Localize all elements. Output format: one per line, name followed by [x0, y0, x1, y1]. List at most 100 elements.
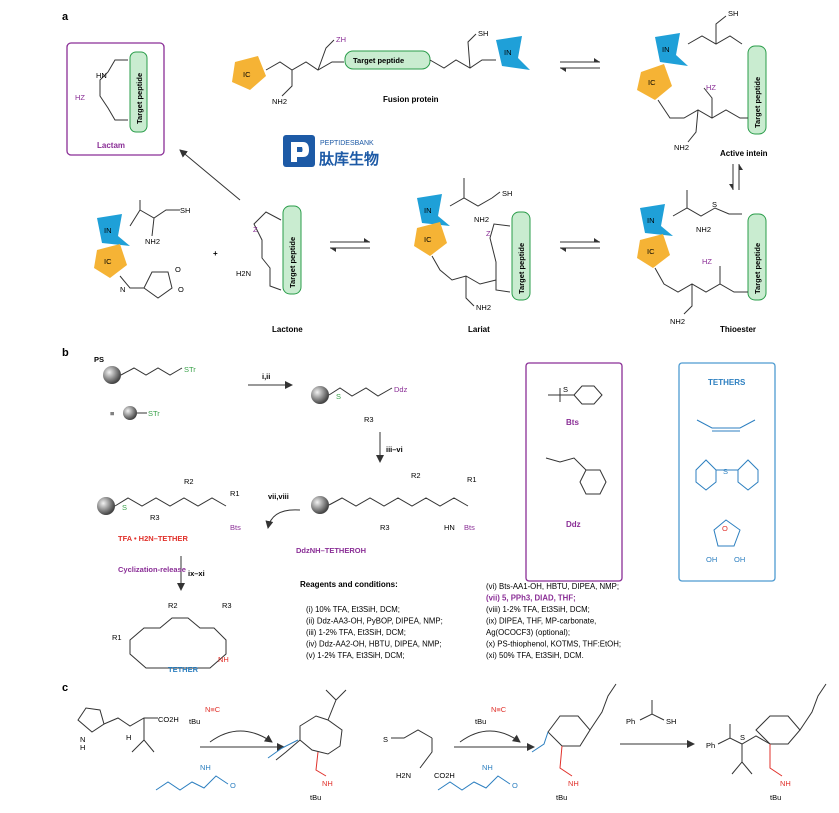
bead-str: STr	[148, 409, 160, 418]
isocyanide-reagent-2: tBu N≡C NH O	[437, 705, 535, 791]
fusion-protein-title: Fusion protein	[383, 95, 439, 104]
c-h2n: H2N	[396, 771, 411, 780]
resin-thioester-ddz: S Ddz R3	[311, 385, 408, 424]
fusion-nh2: NH2	[272, 97, 287, 106]
c-co2h-1: CO2H	[158, 715, 179, 724]
r2-label-1: R2	[411, 471, 421, 480]
thio-nh2: NH2	[696, 225, 711, 234]
fusion-ic-label: IC	[243, 70, 251, 79]
bts-label-1: Bts	[464, 523, 475, 532]
step-iii-vi: iii–vi	[386, 445, 403, 454]
protecting-groups-box: S Bts Ddz	[525, 362, 623, 582]
thio-hz: HZ	[702, 257, 712, 266]
condition-left-0: (i) 10% TFA, Et3SiH, DCM;	[306, 605, 400, 614]
svg-text:S: S	[122, 503, 127, 512]
lariat-sh: SH	[502, 189, 512, 198]
cyclization-label: Cyclization-release	[118, 565, 186, 574]
methionine: S H2N CO2H	[383, 729, 455, 780]
r2-label-3: R2	[168, 601, 178, 610]
c-nh-1: NH	[200, 763, 211, 772]
active-nh2: NH2	[674, 143, 689, 152]
fusion-sh: SH	[478, 29, 488, 38]
resin-tripeptide-bts: R2 R1 R3 HN Bts	[311, 471, 477, 532]
c-tbu-5: tBu	[770, 793, 781, 802]
thio-in-label: IN	[647, 216, 655, 225]
condition-right-2: (viii) 1-2% TFA, Et3SiH, DCM;	[486, 605, 590, 614]
c-h-1: H	[80, 743, 85, 752]
tethers-box: TETHERS S O OH OH	[678, 362, 776, 582]
fusion-ic-shape	[232, 56, 266, 90]
thio-s: S	[712, 200, 717, 209]
ps-resin: PS STr ≡ STr	[94, 355, 196, 420]
condition-right-3: (ix) DIPEA, THF, MP-carbonate,	[486, 617, 596, 626]
c-nh-2: NH	[482, 763, 493, 772]
condition-right-6: (xi) 50% TFA, Et3SiH, DCM.	[486, 651, 584, 660]
svg-text:S: S	[723, 467, 728, 476]
r1-label-1: R1	[467, 475, 477, 484]
thio-nh2-2: NH2	[670, 317, 685, 326]
r3-label-3: R3	[150, 513, 160, 522]
c-o-2: O	[512, 781, 518, 790]
arrow-to-lactam	[179, 149, 241, 201]
fusion-peptide-label: Target peptide	[353, 56, 404, 65]
left-sh: SH	[180, 206, 190, 215]
isocyanide-reagent-1: tBu N≡C NH O	[155, 705, 285, 791]
lariat-nh2-2: NH2	[476, 303, 491, 312]
ddz-tether: DdzNH–TETHEROH	[296, 546, 366, 555]
lactone-peptide-label: Target peptide	[288, 237, 297, 288]
active-intein: IN IC SH Target peptide HZ NH2 Active in…	[637, 9, 768, 158]
step-vii-viii: vii,viii	[268, 492, 289, 501]
resin-tripeptide-tether: S R2 R1 R3 Bts TFA • H2N–TETHER	[97, 477, 241, 543]
r1-label-3: R1	[112, 633, 122, 642]
c-o-1: O	[230, 781, 236, 790]
condition-right-4: Ag(OCOCF3) (optional);	[486, 628, 570, 637]
svg-text:O: O	[722, 524, 728, 533]
lactone-h2n: H2N	[236, 269, 251, 278]
reagents-title: Reagents and conditions:	[300, 580, 398, 589]
c-nc-2: N≡C	[491, 705, 507, 714]
svg-text:NH: NH	[780, 779, 791, 788]
lariat-in-label: IN	[424, 206, 432, 215]
r3-label-4: R3	[222, 601, 232, 610]
lariat-ic-label: IC	[424, 235, 432, 244]
svg-text:H: H	[126, 733, 131, 742]
c-tbu-4: tBu	[556, 793, 567, 802]
c-tbu-1: tBu	[189, 717, 200, 726]
product-3: Ph S NH tBu	[706, 683, 827, 802]
svg-text:N: N	[120, 285, 125, 294]
thioester: IN IC S NH2 Target peptide HZ NH2 Thioes…	[637, 190, 767, 334]
svg-text:≡: ≡	[110, 409, 115, 418]
active-peptide-label: Target peptide	[753, 77, 762, 128]
lactam-peptide-label: Target peptide	[135, 73, 144, 124]
cyc-tether: TETHER	[168, 665, 199, 674]
lactone-z: Z	[253, 225, 258, 234]
lactam-title: Lactam	[97, 141, 125, 150]
lariat-z: Z	[486, 229, 491, 238]
c-tbu-3: tBu	[475, 717, 486, 726]
cyc-nh: NH	[218, 655, 229, 664]
svg-text:N: N	[80, 735, 85, 744]
condition-right-1: (vii) 5, PPh3, DIAD, THF;	[486, 594, 576, 603]
lactone-title: Lactone	[272, 325, 303, 334]
fusion-protein: IC NH2 ZH Target peptide SH IN Fusion pr…	[232, 29, 530, 106]
active-sh: SH	[728, 9, 738, 18]
lariat-peptide-label: Target peptide	[517, 243, 526, 294]
condition-right-0: (vi) Bts-AA1-OH, HBTU, DIPEA, NMP;	[486, 582, 619, 591]
thioacid-reagent: Ph SH	[620, 700, 695, 748]
intein-succinimide: IN IC SH NH2 O O N	[94, 200, 190, 299]
equilibrium-lariat-thioester	[560, 238, 600, 252]
tethers-title: TETHERS	[708, 378, 746, 387]
condition-left-3: (iv) Ddz-AA2-OH, HBTU, DIPEA, NMP;	[306, 640, 442, 649]
svg-text:S: S	[563, 385, 568, 394]
c-s-1: S	[383, 735, 388, 744]
reagents-conditions: Reagents and conditions: (i) 10% TFA, Et…	[300, 580, 621, 660]
r3-label-1: R3	[364, 415, 374, 424]
arrow-step-vii-viii	[265, 509, 301, 529]
ps-label: PS	[94, 355, 104, 364]
cyclic-product: R2 R3 R1 NH TETHER	[112, 601, 232, 674]
proline-leucine: N H H CO2H	[77, 707, 179, 753]
bts-label-2: Bts	[230, 523, 241, 532]
step-ix-xi: ix–xi	[188, 569, 205, 578]
left-nh2: NH2	[145, 237, 160, 246]
active-ic-label: IC	[648, 78, 656, 87]
